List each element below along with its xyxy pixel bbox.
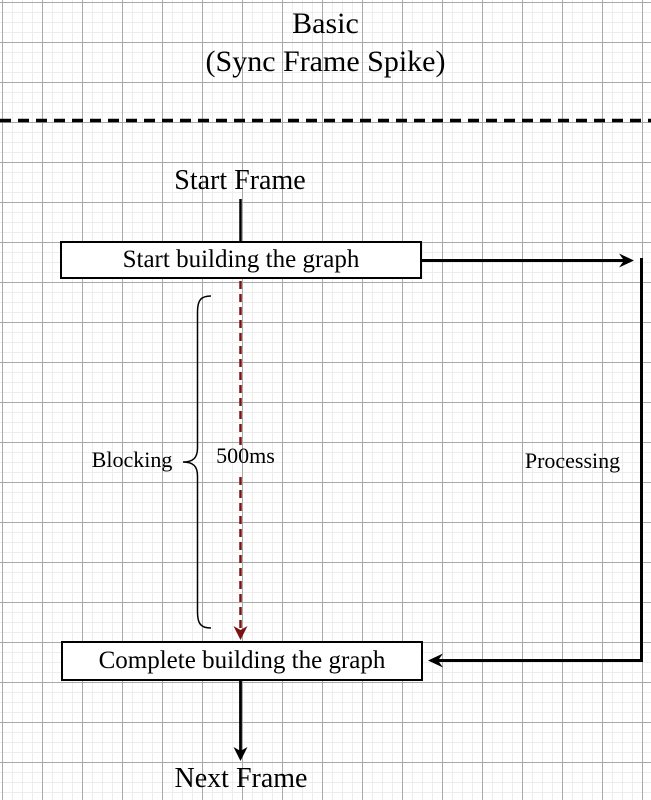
label-blocking: Blocking bbox=[91, 447, 173, 472]
node-start-frame: Start Frame bbox=[174, 165, 306, 196]
node-start-building-label: Start building the graph bbox=[122, 246, 360, 273]
arrowhead-right-icon bbox=[619, 253, 634, 268]
node-start-building-box: Start building the graph bbox=[60, 241, 422, 279]
label-processing: Processing bbox=[524, 448, 621, 473]
label-duration-500ms: 500ms bbox=[216, 443, 275, 468]
node-complete-building-label: Complete building the graph bbox=[98, 647, 386, 674]
diagram-title: Basic (Sync Frame Spike) bbox=[0, 5, 651, 81]
node-next-frame: Next Frame bbox=[174, 763, 308, 794]
diagram-title-line2: (Sync Frame Spike) bbox=[205, 45, 446, 78]
arrowhead-down-red-icon bbox=[233, 626, 248, 640]
node-complete-building-box: Complete building the graph bbox=[61, 641, 423, 681]
arrowhead-left-icon bbox=[428, 653, 443, 668]
connector-processing-down-left bbox=[436, 258, 643, 662]
blocking-brace bbox=[182, 295, 212, 629]
arrowhead-down-icon bbox=[233, 747, 248, 761]
diagram-title-line1: Basic bbox=[292, 7, 359, 40]
